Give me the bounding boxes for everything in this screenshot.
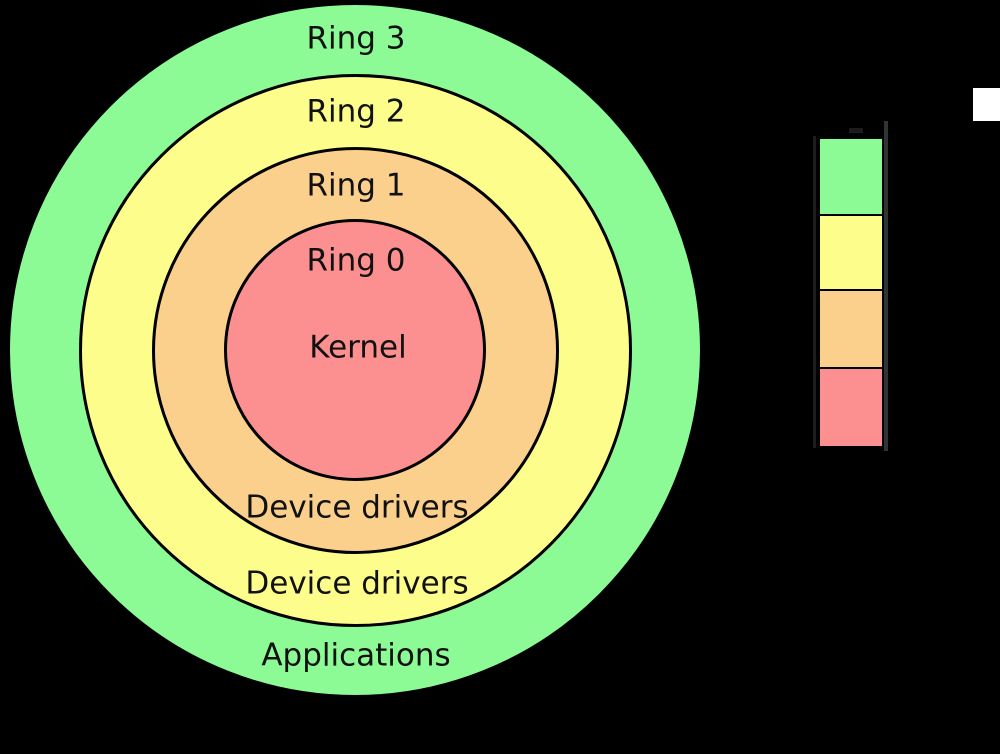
kernel-label: Kernel [309,329,407,366]
applications-label: Applications [261,637,451,674]
device-drivers-ring1-label: Device drivers [245,489,469,526]
ring-3-label: Ring 3 [306,20,406,57]
ring-2-label: Ring 2 [306,93,406,130]
legend-swatch-ring2 [818,214,884,291]
ring-1-label: Ring 1 [306,167,406,204]
ring-0-label: Ring 0 [306,242,406,279]
legend-swatch-ring3 [818,137,884,216]
legend-right-arrow-line [884,121,888,451]
legend-left-arrow-line [813,136,816,448]
device-drivers-ring2-label: Device drivers [245,565,469,602]
legend-arrow-tip [849,128,863,133]
legend-swatch-ring1 [818,289,884,369]
legend-swatch-ring0 [818,367,884,448]
white-corner-marker [973,88,1000,121]
ring-0-circle [224,219,486,481]
